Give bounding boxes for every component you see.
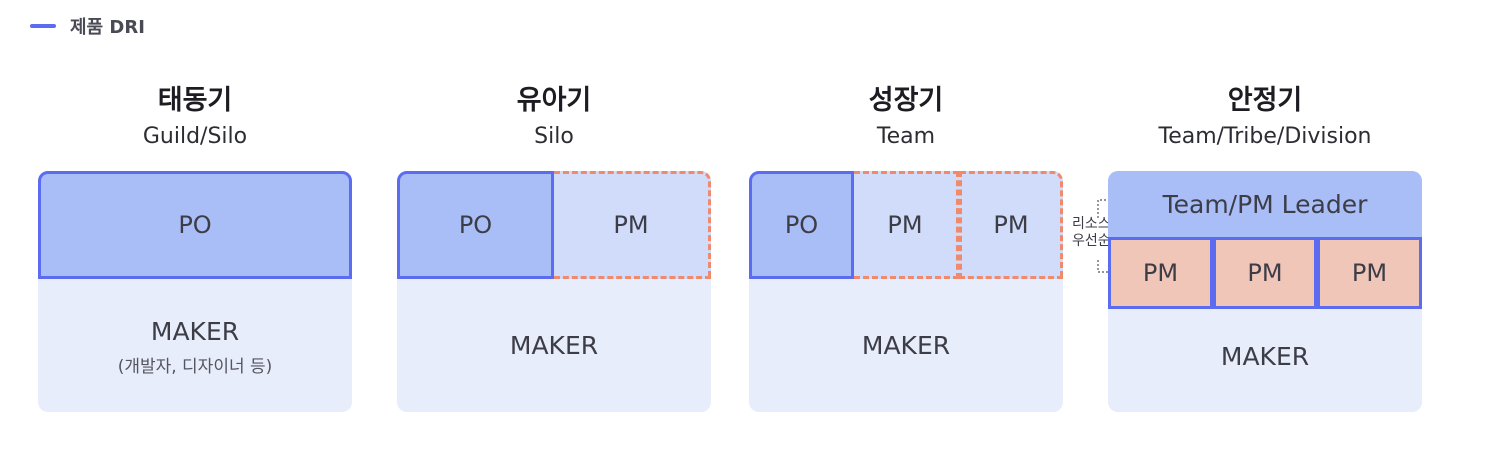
stage-header-1: 태동기 Guild/Silo <box>38 84 352 152</box>
po-box: PO <box>749 171 854 279</box>
pm-box: PM <box>554 171 711 279</box>
maker-area: MAKER (개발자, 디자이너 등) <box>38 317 352 377</box>
maker-area: MAKER <box>749 331 1063 360</box>
pm-box-2: PM <box>1213 237 1317 309</box>
stage-header-2: 유아기 Silo <box>397 84 711 152</box>
stage-card-3: PO PM PM MAKER <box>749 171 1063 412</box>
maker-label: MAKER <box>1220 342 1310 371</box>
legend-label: 제품 DRI <box>70 17 145 38</box>
pm-box-1: PM <box>854 171 959 279</box>
stage-header-4: 안정기 Team/Tribe/Division <box>1108 84 1422 152</box>
stage-subtitle: Guild/Silo <box>142 124 248 149</box>
stage-title: 안정기 <box>1227 85 1303 116</box>
stage-subtitle: Team/Tribe/Division <box>1158 124 1372 149</box>
pm-box-1: PM <box>1108 237 1213 309</box>
stage-card-2: PO PM MAKER <box>397 171 711 412</box>
stage-subtitle: Silo <box>534 124 574 149</box>
maker-label: MAKER <box>861 331 951 360</box>
legend: 제품 DRI <box>30 14 145 38</box>
maker-sublabel: (개발자, 디자이너 등) <box>117 357 273 377</box>
pm-box-3: PM <box>1317 237 1422 309</box>
maker-area: MAKER <box>1108 342 1422 371</box>
stage-title: 성장기 <box>868 85 944 116</box>
stage-title: 유아기 <box>516 85 592 116</box>
note-line-1: 리소스 <box>1072 216 1111 232</box>
team-pm-leader-box: Team/PM Leader <box>1108 171 1422 237</box>
stage-header-3: 성장기 Team <box>749 84 1063 152</box>
po-box: PO <box>397 171 554 279</box>
pm-box-2: PM <box>959 171 1063 279</box>
stage-card-1: PO MAKER (개발자, 디자이너 등) <box>38 171 352 412</box>
stage-subtitle: Team <box>876 124 936 149</box>
maker-area: MAKER <box>397 331 711 360</box>
arrow-to-pm-line <box>1097 260 1126 273</box>
maker-label: MAKER <box>150 317 240 346</box>
stage-title: 태동기 <box>157 85 233 116</box>
stage-card-4: Team/PM Leader PM PM PM MAKER <box>1108 171 1422 412</box>
legend-line-swatch <box>30 24 56 28</box>
po-box: PO <box>38 171 352 279</box>
maker-label: MAKER <box>509 331 599 360</box>
